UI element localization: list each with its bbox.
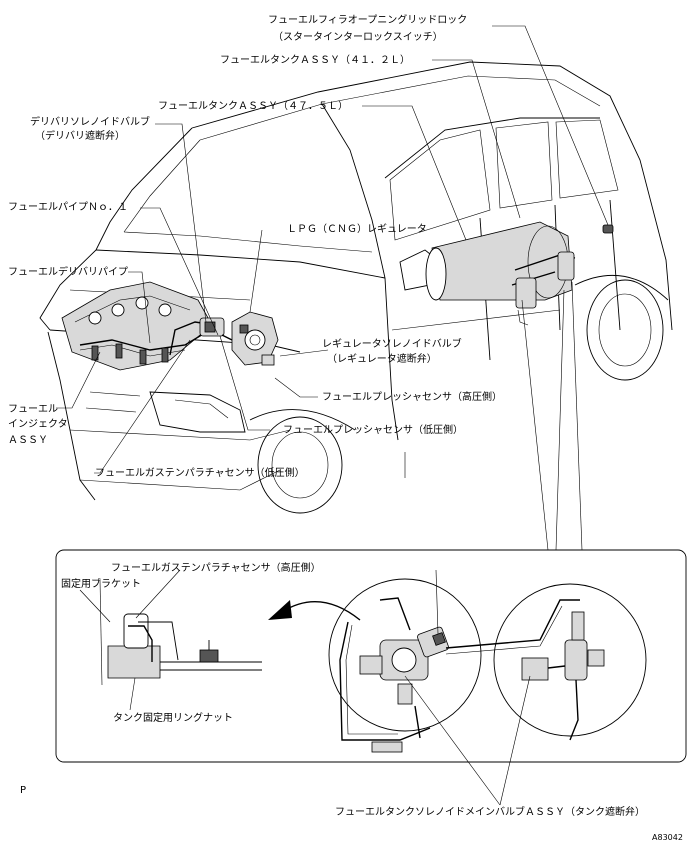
label-injector-line3: ＡＳＳＹ (8, 435, 48, 446)
detail-panel (55, 549, 687, 806)
label-injector-line2: インジェクタ (8, 419, 68, 430)
lpg-regulator (221, 311, 279, 366)
label-temp-sensor-high: フューエルガステンパラチャセンサ（高圧側） (111, 563, 321, 574)
figure-id: A83042 (652, 833, 683, 842)
label-fuel-pipe-no1: フューエルパイプＮｏ．１ (8, 202, 128, 213)
label-injector-line1: フューエル (8, 404, 58, 415)
label-pressure-sensor-low: フューエルプレッシャセンサ（低圧側） (283, 425, 463, 436)
label-regulator-solenoid-valve-sub: （レギュレータ遮断弁） (327, 354, 437, 365)
fuel-tank (425, 221, 614, 326)
vehicle-outline (39, 61, 673, 514)
label-delivery-solenoid-valve-sub: （デリバリ遮断弁） (35, 131, 125, 142)
label-tank-main-valve: フューエルタンクソレノイドメインバルブＡＳＳＹ（タンク遮断弁） (335, 807, 645, 818)
label-pressure-sensor-high: フューエルプレッシャセンサ（高圧側） (322, 392, 502, 403)
label-lpg-regulator: ＬＰＧ（ＣＮＧ）レギュレータ (287, 224, 427, 235)
engine-assembly (61, 281, 225, 371)
label-filler-lid-lock: フューエルフィラオープニングリッドロック (268, 15, 468, 26)
label-regulator-solenoid-valve: レギュレータソレノイドバルブ (322, 339, 462, 350)
label-fuel-tank-41: フューエルタンクＡＳＳＹ（４１．２Ｌ） (220, 55, 410, 66)
label-filler-lid-lock-sub: （スタータインターロックスイッチ） (273, 32, 443, 43)
label-delivery-solenoid-valve: デリバリソレノイドバルブ (30, 117, 150, 128)
label-fixing-bracket: 固定用ブラケット (61, 579, 141, 590)
label-tank-ring-nut: タンク固定用リングナット (113, 713, 233, 724)
leader-lines (56, 25, 609, 551)
page-mark: P (20, 785, 27, 796)
label-fuel-tank-47: フューエルタンクＡＳＳＹ（４７．５Ｌ） (158, 101, 348, 112)
label-fuel-delivery-pipe: フューエルデリバリパイプ (8, 267, 128, 278)
label-temp-sensor-low: フューエルガステンパラチャセンサ（低圧側） (95, 468, 305, 479)
